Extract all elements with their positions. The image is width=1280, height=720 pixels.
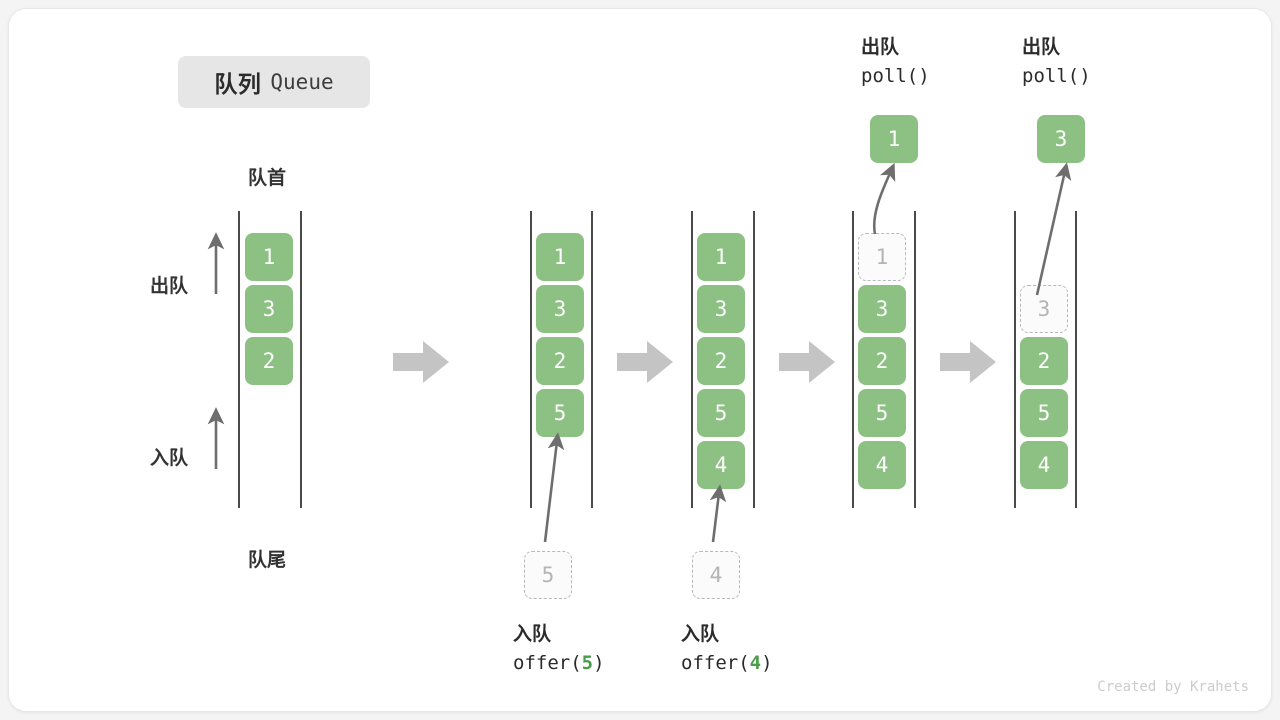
offer-5-insert-arrow-icon [543,432,565,543]
caption-offer-4: 入队 offer(4) [681,620,773,679]
title-en: Queue [270,70,334,94]
queue-rail-left-col1 [238,211,240,508]
queue-rail-left-col2 [530,211,532,508]
queue-cell: 4 [697,441,745,489]
queue-cell-ghost: 1 [858,233,906,281]
caption-offer-5-cn: 入队 [513,624,552,645]
queue-rail-left-col5 [1014,211,1016,508]
arrow-overlay [207,162,1072,543]
label-dequeue-direction: 出队 [150,276,189,297]
popped-cell-poll-1: 1 [870,115,918,163]
label-enqueue-direction: 入队 [150,448,189,469]
queue-cell: 5 [1020,389,1068,437]
label-queue-rear: 队尾 [248,550,287,571]
credit-text: Created by Krahets [1097,679,1249,695]
queue-cell: 2 [697,337,745,385]
popped-cell-poll-3: 3 [1037,115,1085,163]
title-cn: 队列 [214,71,262,97]
queue-cell: 2 [1020,337,1068,385]
queue-cell: 1 [536,233,584,281]
queue-cell: 5 [697,389,745,437]
queue-rail-left-col4 [852,211,854,508]
ghost-cell-offer-5: 5 [524,551,572,599]
label-queue-front: 队首 [248,168,287,189]
ghost-cell-offer-4: 4 [692,551,740,599]
queue-rail-right-col3 [753,211,755,508]
queue-cell: 1 [697,233,745,281]
queue-cell: 1 [245,233,293,281]
caption-poll-3-cn: 出队 [1022,37,1061,58]
caption-poll-1-code: poll() [861,65,930,88]
queue-cell: 3 [697,285,745,333]
caption-offer-5-code: offer(5) [513,652,605,675]
diagram-card: 队列 Queue 队首 队尾 出队 入队 1 3 2 1 3 2 5 5 入队 … [8,8,1272,712]
queue-cell: 2 [245,337,293,385]
queue-cell: 4 [858,441,906,489]
caption-poll-1-cn: 出队 [861,37,900,58]
caption-offer-5: 入队 offer(5) [513,620,605,679]
queue-rail-left-col3 [691,211,693,508]
queue-cell: 3 [245,285,293,333]
poll-1-remove-arrow-icon [872,162,896,235]
queue-cell: 5 [536,389,584,437]
caption-poll-1: 出队 poll() [861,33,930,92]
queue-cell: 2 [858,337,906,385]
step-arrow-icon-1 [393,341,449,383]
queue-cell: 3 [858,285,906,333]
queue-cell-ghost: 3 [1020,285,1068,333]
diagram-title: 队列 Queue [178,56,370,108]
caption-offer-4-code: offer(4) [681,652,773,675]
queue-rail-right-col1 [300,211,302,508]
poll-3-remove-arrow-icon [1035,162,1072,296]
queue-cell: 3 [536,285,584,333]
offer-4-insert-arrow-icon [709,484,727,543]
queue-rail-right-col2 [591,211,593,508]
step-arrow-icon-3 [779,341,835,383]
caption-poll-3: 出队 poll() [1022,33,1091,92]
queue-rail-right-col5 [1075,211,1077,508]
queue-cell: 5 [858,389,906,437]
queue-rail-right-col4 [914,211,916,508]
step-arrow-icon-4 [940,341,996,383]
caption-poll-3-code: poll() [1022,65,1091,88]
step-arrow-icon-2 [617,341,673,383]
caption-offer-4-cn: 入队 [681,624,720,645]
queue-cell: 2 [536,337,584,385]
queue-cell: 4 [1020,441,1068,489]
